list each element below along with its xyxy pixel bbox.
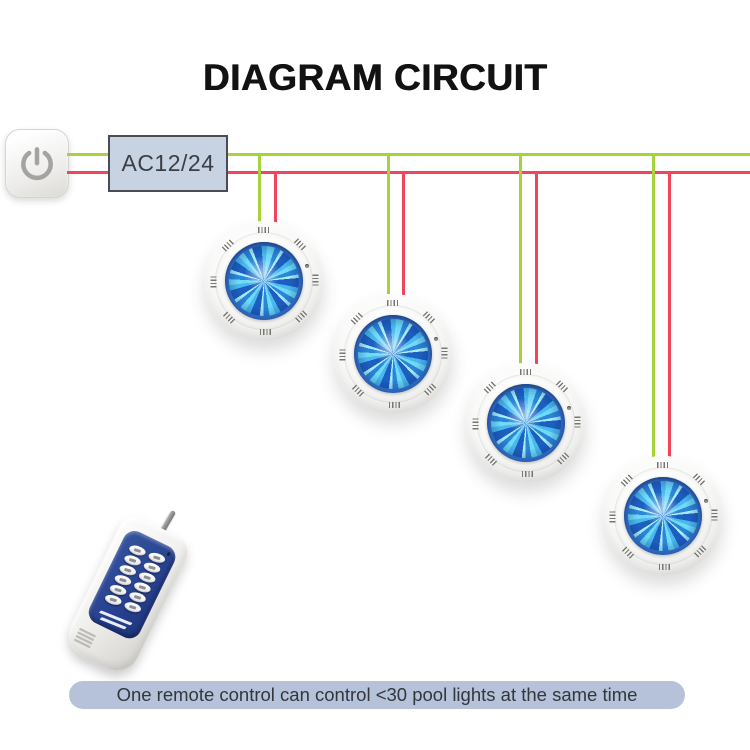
remote-button-grid	[102, 539, 169, 617]
page-title: DIAGRAM CIRCUIT	[202, 57, 548, 98]
screw-dot	[567, 406, 571, 410]
remote-grooves	[73, 625, 97, 650]
vent-slot	[257, 227, 271, 233]
caption-banner: One remote control can control <30 pool …	[69, 681, 685, 709]
led-face	[628, 481, 698, 551]
power-icon	[21, 146, 53, 180]
remote-control	[52, 509, 202, 679]
power-button	[5, 129, 69, 198]
led-rim	[354, 315, 432, 393]
caption-text: One remote control can control <30 pool …	[116, 684, 638, 705]
led-rim	[225, 242, 303, 320]
pool-light-1	[204, 221, 324, 341]
vent-slot	[656, 462, 670, 468]
light-ring	[333, 294, 453, 414]
light-ring	[603, 456, 723, 576]
led-face	[491, 388, 561, 458]
vent-slot	[519, 369, 533, 375]
vent-slot	[257, 329, 271, 335]
vent-slot	[656, 564, 670, 570]
wire-green-bus	[67, 153, 750, 156]
remote-panel	[84, 527, 180, 643]
led-face	[358, 319, 428, 389]
remote-indicator-led	[166, 551, 171, 557]
power-supply-box: AC12/24	[108, 135, 228, 192]
vent-slot	[386, 402, 400, 408]
remote-body	[60, 511, 194, 679]
vent-slot	[441, 347, 447, 361]
pool-light-4	[603, 456, 723, 576]
led-rim	[487, 384, 565, 462]
led-rim	[624, 477, 702, 555]
wire-green-drop-2	[387, 153, 390, 308]
wire-red-bus	[67, 171, 750, 174]
remote-rotated-wrap	[60, 509, 194, 679]
vent-slot	[210, 274, 216, 288]
vent-slot	[519, 471, 533, 477]
wire-green-drop-1	[258, 153, 261, 235]
led-face	[229, 246, 299, 316]
pool-light-2	[333, 294, 453, 414]
vent-slot	[386, 300, 400, 306]
screw-dot	[704, 499, 708, 503]
wire-red-drop-1	[274, 171, 277, 235]
vent-slot	[472, 416, 478, 430]
wire-red-drop-4	[668, 171, 671, 468]
vent-slot	[609, 509, 615, 523]
vent-slot	[339, 347, 345, 361]
wire-green-drop-4	[652, 153, 655, 468]
pool-light-3	[466, 363, 586, 483]
light-ring	[204, 221, 324, 341]
wire-green-drop-3	[519, 153, 522, 376]
power-supply-label: AC12/24	[121, 150, 215, 176]
light-ring	[466, 363, 586, 483]
screw-dot	[434, 337, 438, 341]
vent-slot	[711, 509, 717, 523]
vent-slot	[312, 274, 318, 288]
vent-slot	[574, 416, 580, 430]
screw-dot	[305, 264, 309, 268]
wire-red-drop-3	[535, 171, 538, 376]
wire-red-drop-2	[402, 171, 405, 308]
